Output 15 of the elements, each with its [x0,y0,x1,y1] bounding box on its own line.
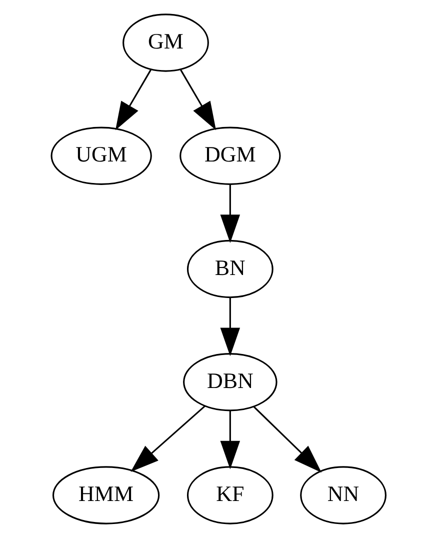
node-ellipse: DBN [182,353,277,412]
arrow [114,69,151,130]
arrow [130,405,206,472]
node-ellipse: DGM [179,126,280,185]
node-ellipse: BN [186,240,273,298]
arrow [180,69,216,130]
arrow [220,410,240,470]
arrow [252,406,322,473]
node-ellipse: GM [122,14,208,72]
node-ellipse: NN [300,466,386,524]
arrow [220,298,240,356]
node-ellipse: HMM [52,466,160,524]
node-ellipse: UGM [50,126,152,185]
node-ellipse: KF [186,466,273,524]
arrow [220,184,240,243]
